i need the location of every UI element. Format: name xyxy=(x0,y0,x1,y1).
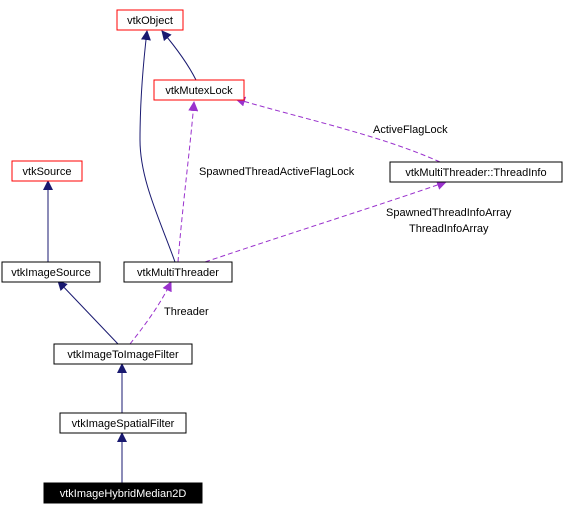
node-vtksource-label: vtkSource xyxy=(23,166,72,178)
node-vtkobject[interactable]: vtkObject xyxy=(116,9,184,31)
node-threadinfo[interactable]: vtkMultiThreader::ThreadInfo xyxy=(389,161,563,183)
inheritance-edges xyxy=(43,30,197,483)
node-vtkimagespatialfilter[interactable]: vtkImageSpatialFilter xyxy=(59,412,187,434)
label-thread-info-array: ThreadInfoArray xyxy=(409,223,489,235)
node-vtkmutexlock[interactable]: vtkMutexLock xyxy=(153,79,245,101)
edge-imagetoimagefilter-to-multithreader xyxy=(129,281,172,345)
node-vtkimagetoimagefilter-label: vtkImageToImageFilter xyxy=(67,349,179,361)
edge-multithreader-to-mutexlock xyxy=(177,101,199,263)
edge-multithreader-to-threadinfo xyxy=(204,180,447,263)
node-vtkimagespatialfilter-label: vtkImageSpatialFilter xyxy=(72,418,175,430)
label-threader: Threader xyxy=(164,306,209,318)
edge-imagetoimagefilter-to-imagesource xyxy=(57,280,119,345)
edge-mutexlock-to-object xyxy=(161,30,197,81)
node-vtkobject-label: vtkObject xyxy=(127,15,173,27)
node-vtkimagesource-label: vtkImageSource xyxy=(11,267,90,279)
edge-multithreader-to-object xyxy=(139,30,176,263)
edge-labels: ActiveFlagLock SpawnedThreadActiveFlagLo… xyxy=(164,124,512,318)
node-vtkmultithreader-label: vtkMultiThreader xyxy=(137,267,219,279)
usage-edges xyxy=(129,96,447,345)
node-threadinfo-label: vtkMultiThreader::ThreadInfo xyxy=(405,167,546,179)
node-vtkmultithreader[interactable]: vtkMultiThreader xyxy=(123,261,233,283)
node-vtksource[interactable]: vtkSource xyxy=(11,160,83,182)
node-vtkmutexlock-label: vtkMutexLock xyxy=(165,85,233,97)
label-spawned-thread-active-flag-lock: SpawnedThreadActiveFlagLock xyxy=(199,166,355,178)
node-vtkimagehybridmedian2d[interactable]: vtkImageHybridMedian2D xyxy=(43,482,203,504)
edge-threadinfo-to-mutexlock xyxy=(235,96,441,163)
node-vtkimagetoimagefilter[interactable]: vtkImageToImageFilter xyxy=(53,343,193,365)
node-vtkimagehybridmedian2d-label: vtkImageHybridMedian2D xyxy=(60,488,187,500)
node-vtkimagesource[interactable]: vtkImageSource xyxy=(1,261,101,283)
label-active-flag-lock: ActiveFlagLock xyxy=(373,124,448,136)
label-spawned-thread-info-array: SpawnedThreadInfoArray xyxy=(386,207,512,219)
